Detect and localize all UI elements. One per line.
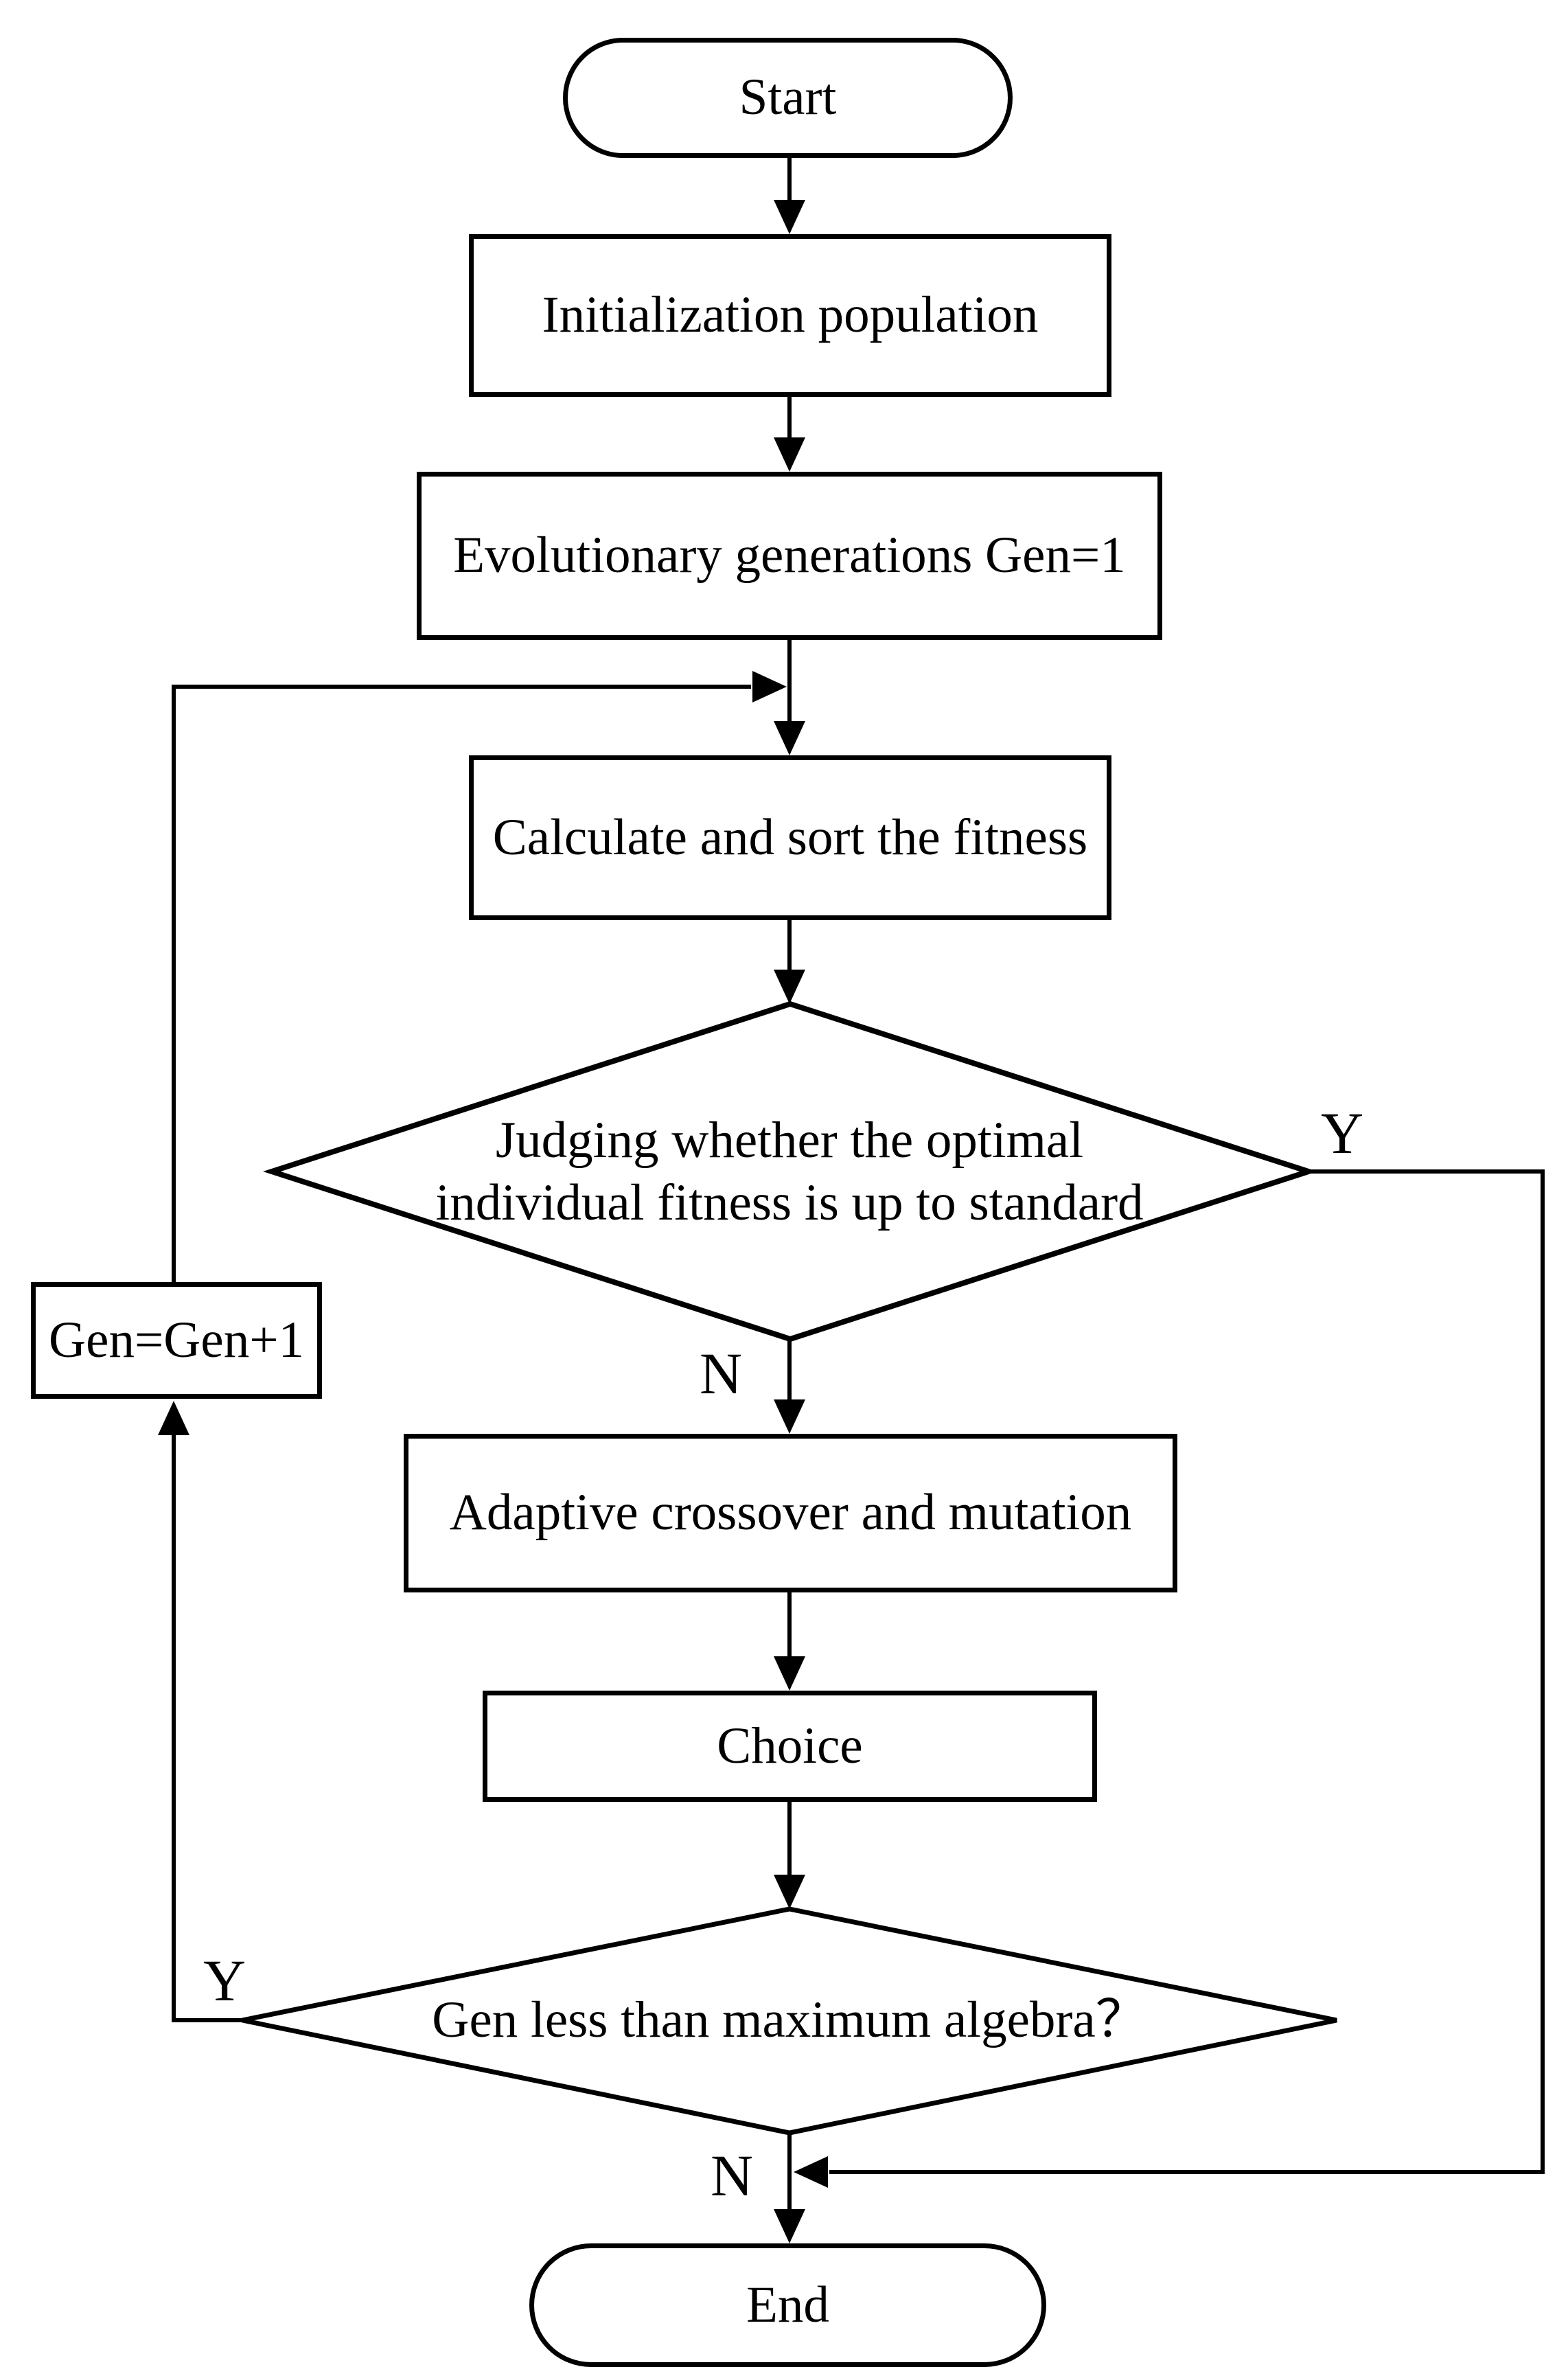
arrowhead-left-icon <box>794 2156 828 2188</box>
initialization-population-box: Initialization population <box>469 234 1111 397</box>
arrowhead-down-icon <box>774 437 805 472</box>
edge-generation-yes-to-gen-increment <box>172 1435 242 2022</box>
generation-no-label: N <box>710 2142 754 2208</box>
edge-fitness-yes-rail <box>829 1169 1545 2174</box>
arrowhead-down-icon <box>774 1875 805 1909</box>
fitness-decision-line2: individual fitness is up to standard <box>435 1174 1144 1231</box>
arrowhead-down-icon <box>774 1656 805 1691</box>
start-node: Start <box>563 38 1013 158</box>
fitness-decision-text: Judging whether the optimal individual f… <box>309 1078 1270 1265</box>
arrowhead-down-icon <box>774 2209 805 2243</box>
evolutionary-generations-box: Evolutionary generations Gen=1 <box>417 472 1162 640</box>
end-node: End <box>529 2243 1046 2367</box>
generation-decision-text: Gen less than maximum algebra？ <box>432 1991 1147 2049</box>
fitness-yes-label: Y <box>1320 1100 1364 1166</box>
calculate-fitness-box: Calculate and sort the fitness <box>469 755 1111 920</box>
arrowhead-down-icon <box>774 970 805 1004</box>
generation-yes-label: Y <box>203 1947 246 2013</box>
arrowhead-down-icon <box>774 1399 805 1434</box>
edge-gen-increment-feedback <box>172 685 751 1282</box>
fitness-decision-diamond <box>262 1001 1318 1342</box>
choice-box: Choice <box>483 1691 1097 1802</box>
arrowhead-down-icon <box>774 721 805 755</box>
arrowhead-up-icon <box>158 1401 189 1435</box>
fitness-no-label: N <box>699 1340 743 1406</box>
arrowhead-right-icon <box>752 671 787 702</box>
adaptive-crossover-box: Adaptive crossover and mutation <box>404 1434 1177 1592</box>
arrowhead-down-icon <box>774 200 805 234</box>
fitness-decision-line1: Judging whether the optimal <box>495 1111 1084 1169</box>
gen-increment-box: Gen=Gen+1 <box>31 1282 322 1399</box>
generation-decision-diamond <box>242 1906 1337 2136</box>
